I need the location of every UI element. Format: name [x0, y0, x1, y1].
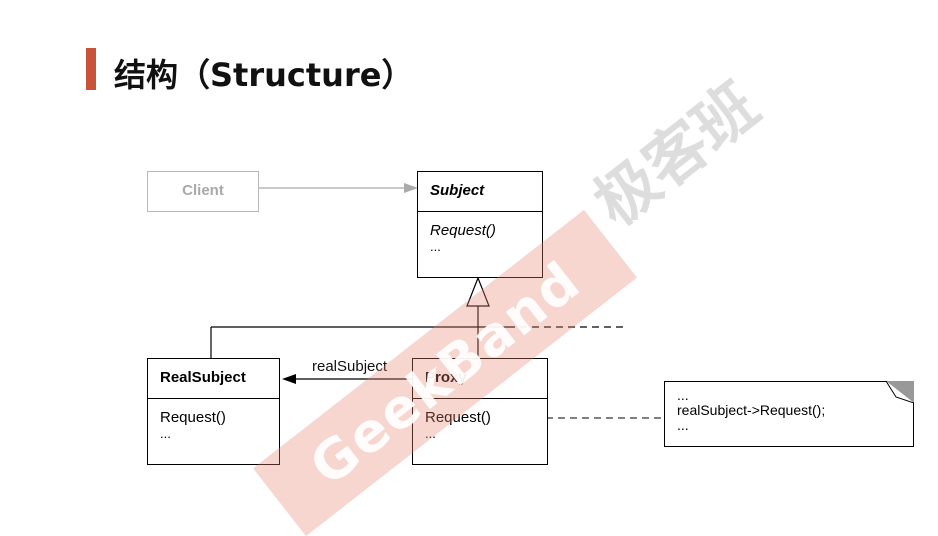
page-title: 结构（Structure）	[114, 56, 414, 94]
subject-class-name: Subject	[418, 172, 542, 212]
realsubject-more: ...	[160, 426, 171, 441]
note-dogear-icon	[886, 381, 914, 403]
proxy-class-name: Proxy	[413, 359, 547, 399]
title-accent-bar	[86, 48, 96, 90]
note-line-2: realSubject->Request();	[677, 402, 826, 418]
client-subject-arrowhead	[404, 183, 418, 193]
subject-more: ...	[430, 239, 441, 254]
note-line-3: ...	[677, 417, 689, 433]
proxy-operation: Request()	[425, 409, 491, 426]
realsubject-class-box: RealSubject Request() ...	[147, 358, 280, 465]
association-label: realSubject	[312, 358, 388, 375]
note-line-1: ...	[677, 387, 689, 403]
proxy-more: ...	[425, 426, 436, 441]
realsubject-operation: Request()	[160, 409, 226, 426]
client-box: Client	[147, 171, 259, 212]
proxy-class-box: Proxy Request() ...	[412, 358, 548, 465]
realsubject-class-name: RealSubject	[148, 359, 279, 399]
subject-class-box: Subject Request() ...	[417, 171, 543, 278]
association-arrowhead	[282, 374, 296, 384]
code-note: ... realSubject->Request(); ...	[664, 381, 914, 447]
client-label: Client	[182, 182, 224, 199]
diagram-connectors	[210, 183, 664, 423]
subject-operation: Request()	[430, 222, 496, 239]
